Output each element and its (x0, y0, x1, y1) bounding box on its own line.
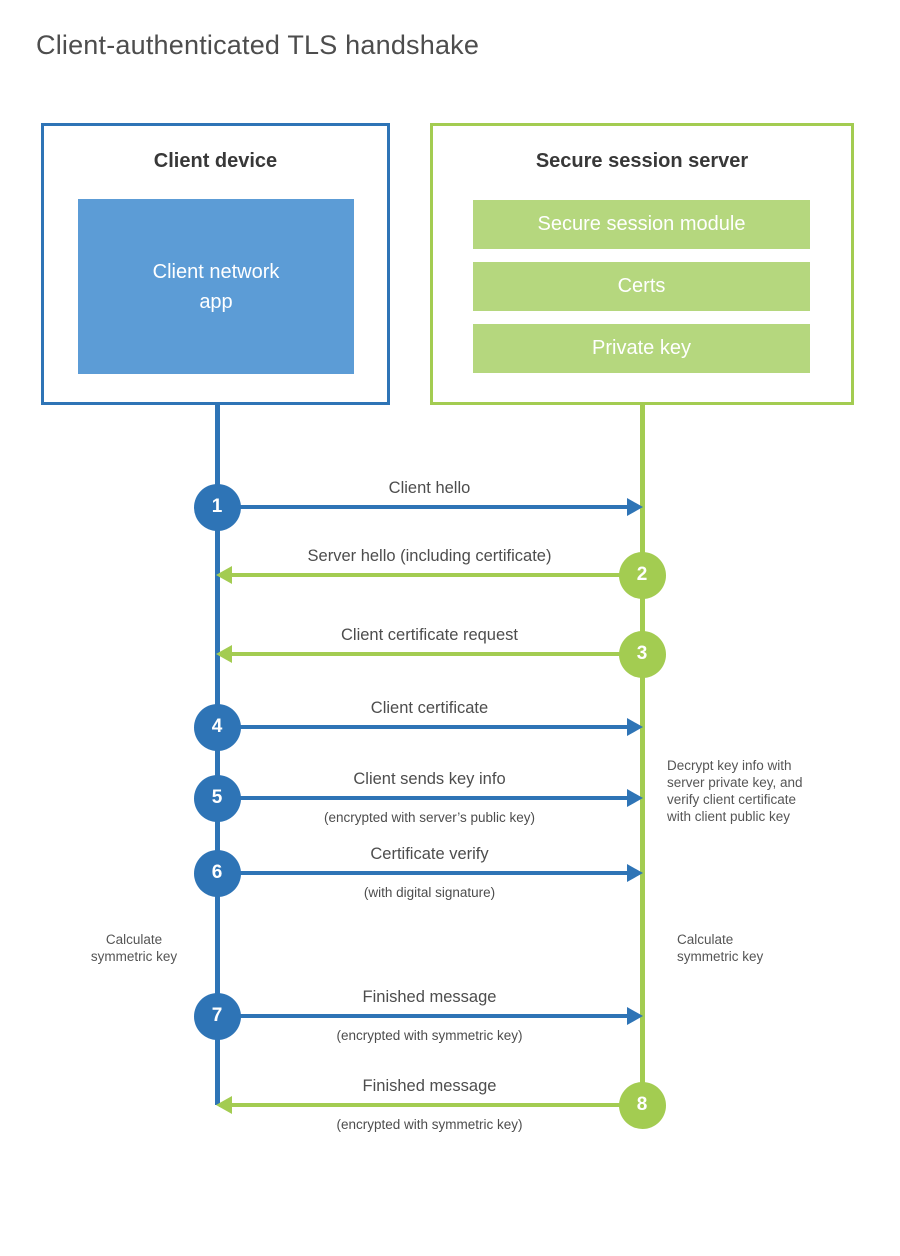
server-module-private-key: Private key (473, 324, 810, 373)
step-1-line (219, 505, 636, 509)
step-4-badge: 4 (193, 703, 241, 751)
step-2-label: Server hello (including certificate) (307, 547, 552, 565)
step-7-label: Finished message (362, 988, 497, 1006)
step-7-badge: 7 (193, 992, 241, 1040)
step-7-line (219, 1014, 636, 1018)
step-7-sublabel: (encrypted with symmetric key) (336, 1028, 523, 1043)
step-3-line (219, 652, 636, 656)
page-title: Client-authenticated TLS handshake (36, 30, 480, 60)
step-6-line (219, 871, 636, 875)
arrow-left-icon (216, 1096, 232, 1114)
step-1-label: Client hello (388, 479, 471, 497)
step-5-badge: 5 (193, 774, 241, 822)
client-device-title: Client device (153, 150, 278, 172)
arrow-right-icon (627, 864, 643, 882)
client-network-app-box: Client network app (78, 199, 354, 374)
step-6-badge: 6 (193, 849, 241, 897)
step-8-label: Finished message (362, 1077, 497, 1095)
server-module-secure-session: Secure session module (473, 200, 810, 249)
arrow-right-icon (627, 718, 643, 736)
step-6-label: Certificate verify (370, 845, 489, 863)
server-lifeline (639, 405, 645, 1105)
step-3-badge: 3 (618, 630, 666, 678)
arrow-left-icon (216, 645, 232, 663)
step-6-sublabel: (with digital signature) (363, 885, 496, 900)
step-1-badge: 1 (193, 483, 241, 531)
arrow-left-icon (216, 566, 232, 584)
step-8-badge: 8 (618, 1081, 666, 1129)
note-calc-symmetric-key-client: Calculate symmetric key (90, 932, 178, 964)
step-4-label: Client certificate (370, 699, 489, 717)
step-2-line (219, 573, 636, 577)
step-8-sublabel: (encrypted with symmetric key) (336, 1117, 523, 1132)
step-2-badge: 2 (618, 551, 666, 599)
step-5-sublabel: (encrypted with server’s public key) (323, 810, 536, 825)
step-3-label: Client certificate request (341, 626, 518, 644)
note-decrypt-key-info: Decrypt key info with server private key… (667, 758, 803, 824)
note-calc-symmetric-key-server: Calculate symmetric key (677, 932, 764, 964)
step-4-line (219, 725, 636, 729)
server-title: Secure session server (535, 150, 749, 172)
arrow-right-icon (627, 1007, 643, 1025)
step-5-line (219, 796, 636, 800)
server-box: Secure session server Secure session mod… (430, 123, 854, 405)
server-module-certs: Certs (473, 262, 810, 311)
client-lifeline (214, 405, 220, 1105)
arrow-right-icon (627, 789, 643, 807)
arrow-right-icon (627, 498, 643, 516)
step-5-label: Client sends key info (353, 770, 506, 788)
client-device-box: Client device Client network app (41, 123, 390, 405)
step-8-line (219, 1103, 636, 1107)
